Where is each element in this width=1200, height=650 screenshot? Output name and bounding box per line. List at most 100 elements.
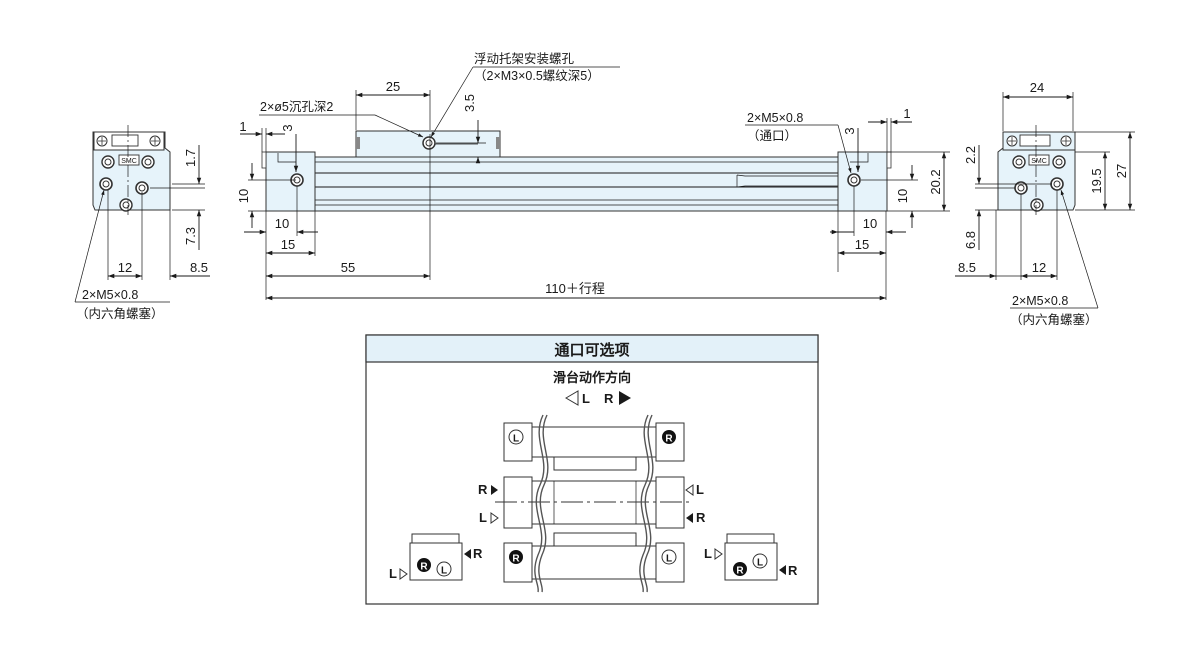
slide-direction-label: 滑台动作方向 xyxy=(553,370,631,385)
svg-text:L: L xyxy=(441,566,447,577)
dim-12: 12 xyxy=(1032,260,1046,275)
dim-6-8: 6.8 xyxy=(963,231,978,249)
dim-19-5: 19.5 xyxy=(1089,168,1104,193)
dim-55: 55 xyxy=(341,260,355,275)
dim-right-10-horizontal: 10 xyxy=(863,216,877,231)
port-l-marker-icon xyxy=(752,553,768,569)
svg-text:R: R xyxy=(736,566,744,577)
svg-text:L: L xyxy=(666,554,672,565)
mid-left-l-label: L xyxy=(479,510,487,525)
right-block-r-label: R xyxy=(788,563,798,578)
port-icon xyxy=(847,173,861,187)
dim-overall-length: 110＋行程 xyxy=(545,281,605,296)
filled-arrow-icon xyxy=(464,549,471,559)
break-line xyxy=(538,414,549,593)
dim-20-2: 20.2 xyxy=(928,169,943,194)
port-r-marker-icon: R xyxy=(662,430,676,445)
svg-text:R: R xyxy=(665,434,673,445)
mid-right-r-label: R xyxy=(696,510,706,525)
dim-12: 12 xyxy=(118,260,132,275)
left-end-body xyxy=(92,131,171,211)
callout-port-note: （通口） xyxy=(747,129,797,143)
port-hole-icon xyxy=(1052,155,1066,169)
left-direction-arrow-icon xyxy=(565,390,579,406)
break-line xyxy=(534,414,545,593)
port-hole-icon xyxy=(1012,155,1026,169)
svg-text:L: L xyxy=(513,434,519,445)
plug-icon xyxy=(135,181,149,195)
right-block-l-label: L xyxy=(704,546,712,561)
hollow-arrow-icon xyxy=(685,484,694,496)
hollow-arrow-icon xyxy=(714,548,723,560)
svg-text:R: R xyxy=(512,554,520,565)
carriage-end-stop xyxy=(356,137,360,149)
right-end-view: SMC 24 27 19.5 2.2 6.8 8.5 xyxy=(955,80,1135,327)
port-r-marker-icon xyxy=(417,558,431,572)
hollow-arrow-icon xyxy=(399,568,408,580)
right-callout-note: （内六角螺塞） xyxy=(1010,312,1098,327)
left-end-slot xyxy=(111,134,139,147)
port-options-title: 通口可选项 xyxy=(554,341,629,359)
direction-l-label: L xyxy=(582,391,590,406)
screw-icon xyxy=(1006,135,1018,147)
front-view: 浮动托架安装螺孔 （2×M3×0.5螺纹深5） 2×ø5沉孔深2 25 3.5 … xyxy=(236,51,950,301)
right-end-cap xyxy=(837,151,888,212)
port-options-panel: 通口可选项 滑台动作方向 L R xyxy=(365,334,819,605)
dim-1-7: 1.7 xyxy=(183,149,198,167)
rail-body xyxy=(265,156,887,212)
plug-icon xyxy=(99,177,113,191)
mid-right-l-label: L xyxy=(696,482,704,497)
left-callout-thread: 2×M5×0.8 xyxy=(82,288,138,302)
right-end-slot xyxy=(1019,134,1051,147)
hollow-arrow-icon xyxy=(490,512,499,524)
left-block-l-label: L xyxy=(389,566,397,581)
dim-8-5: 8.5 xyxy=(958,260,976,275)
dim-3-5: 3.5 xyxy=(462,94,477,112)
smc-logo xyxy=(118,154,140,166)
dim-24: 24 xyxy=(1030,80,1044,95)
dim-8-5: 8.5 xyxy=(190,260,208,275)
port-options-header xyxy=(365,334,819,363)
left-block-r-label: R xyxy=(473,546,483,561)
right-direction-arrow-icon xyxy=(619,391,631,405)
smc-logo-text: SMC xyxy=(121,158,137,165)
left-end-view: SMC 1.7 7.3 12 8.5 2×M5×0.8 （内六角螺塞） xyxy=(74,125,210,321)
screw-icon xyxy=(149,135,161,147)
plug-icon xyxy=(1050,177,1064,191)
callout-floating-bracket: 浮动托架安装螺孔 xyxy=(474,51,575,66)
left-end-block-option: R L L R xyxy=(389,533,483,581)
direction-r-label: R xyxy=(604,391,614,406)
port-hole-icon xyxy=(141,155,155,169)
svg-text:L: L xyxy=(757,558,763,569)
port-hole-icon xyxy=(101,155,115,169)
dim-2-2: 2.2 xyxy=(963,146,978,164)
callout-floating-bracket-thread: （2×M3×0.5螺纹深5） xyxy=(474,69,600,83)
filled-arrow-icon xyxy=(779,565,786,575)
port-l-marker-icon: L xyxy=(661,549,677,565)
dim-left-1: 1 xyxy=(239,119,246,134)
dim-25: 25 xyxy=(386,79,400,94)
smc-logo xyxy=(1028,154,1050,166)
dim-left-15: 15 xyxy=(281,237,295,252)
filled-arrow-icon xyxy=(686,513,693,523)
break-line xyxy=(643,414,654,593)
carriage-end-stop xyxy=(496,137,500,149)
right-callout-thread: 2×M5×0.8 xyxy=(1012,294,1068,308)
right-end-block-option: R L L R xyxy=(704,533,798,581)
port-l-marker-icon: L xyxy=(508,429,524,445)
dim-left-10-vertical: 10 xyxy=(236,189,251,203)
dim-7-3: 7.3 xyxy=(183,227,198,245)
screw-icon xyxy=(96,135,108,147)
callout-counterbore: 2×ø5沉孔深2 xyxy=(260,100,333,114)
port-l-marker-icon xyxy=(436,561,452,577)
dim-27: 27 xyxy=(1114,164,1129,178)
screw-icon xyxy=(1060,135,1072,147)
break-line xyxy=(639,414,650,593)
svg-text:R: R xyxy=(420,562,428,573)
smc-logo-text: SMC xyxy=(1031,158,1047,165)
dim-left-3: 3 xyxy=(280,124,295,131)
mounting-hole-icon xyxy=(422,136,436,150)
center-assembly xyxy=(495,414,692,593)
port-r-marker-icon: R xyxy=(509,550,523,565)
